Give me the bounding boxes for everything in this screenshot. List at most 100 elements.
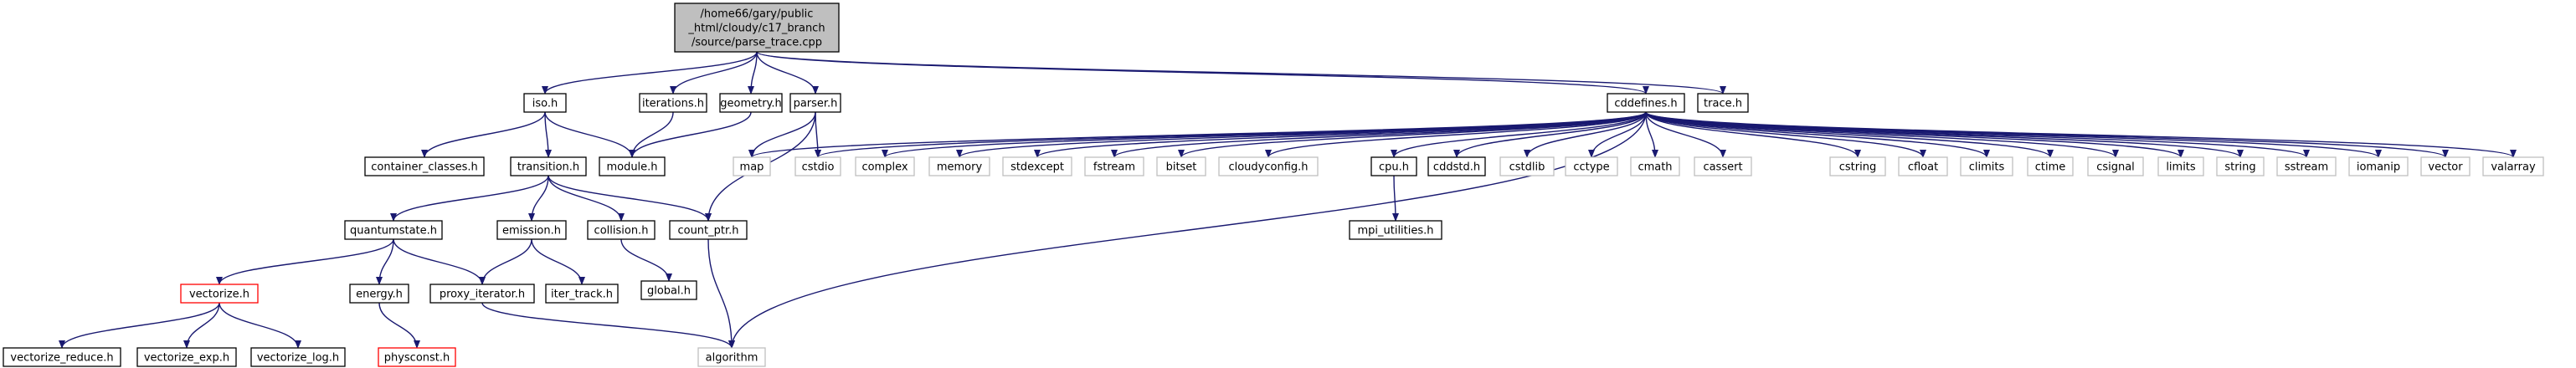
edge-iso_h-to-module_h (544, 111, 635, 158)
node-box (349, 284, 409, 304)
node-box (1630, 156, 1680, 176)
node-mpi_utilities_h[interactable]: mpi_utilities.h (1349, 220, 1442, 240)
node-parser_h[interactable]: parser.h (789, 93, 841, 113)
edge-cddefines_h-to-cddstd_h (1453, 111, 1647, 158)
node-vectorize_exp_h[interactable]: vectorize_exp.h (136, 347, 237, 367)
node-cstdlib: cstdlib (1499, 156, 1555, 176)
node-label: valarray (2491, 161, 2536, 174)
node-box (640, 280, 697, 300)
node-physconst_h[interactable]: physconst.h (378, 347, 456, 367)
edge-root-to-cddefines_h (756, 51, 1649, 95)
node-label: cstdlib (1509, 161, 1545, 174)
node-iomanip: iomanip (2348, 156, 2409, 176)
edge-count_ptr_h-to-algorithm (707, 238, 735, 349)
node-label: vectorize_log.h (257, 352, 339, 365)
node-cctype: cctype (1565, 156, 1618, 176)
node-root[interactable]: /home66/gary/public_html/cloudy/c17_bran… (674, 3, 840, 53)
node-label: transition.h (517, 161, 579, 174)
edge-vectorize_h-to-vectorize_log_h (219, 302, 301, 349)
node-box (1565, 156, 1618, 176)
edge-energy_h-to-physconst_h (378, 302, 420, 349)
node-box (1370, 156, 1417, 176)
node-label: parser.h (794, 98, 838, 110)
node-box (429, 284, 535, 304)
node-label: memory (937, 161, 983, 174)
node-box (2216, 156, 2265, 176)
edge-root-to-iso_h (542, 51, 758, 95)
node-label: mpi_utilities.h (1357, 225, 1433, 238)
node-label: collision.h (594, 225, 649, 238)
node-box (180, 284, 259, 304)
edge-transition_h-to-quantumstate_h (390, 175, 549, 222)
node-box (1960, 156, 2013, 176)
node-label: ctime (2035, 161, 2066, 174)
node-vectorize_reduce_h[interactable]: vectorize_reduce.h (3, 347, 121, 367)
node-proxy_iterator_h[interactable]: proxy_iterator.h (429, 284, 535, 304)
node-cstring: cstring (1829, 156, 1886, 176)
edge-cddefines_h-to-cloudyconfig_h (1265, 111, 1647, 158)
edge-cddefines_h-to-vector (1645, 111, 2449, 158)
node-box (1156, 156, 1206, 176)
node-label: /home66/gary/public (701, 8, 814, 21)
node-label: geometry.h (720, 98, 782, 110)
node-ctime: ctime (2027, 156, 2074, 176)
node-cddefines_h[interactable]: cddefines.h (1607, 93, 1685, 113)
node-box (2276, 156, 2337, 176)
node-box (364, 156, 485, 176)
node-emission_h[interactable]: emission.h (496, 220, 567, 240)
node-box (1607, 93, 1685, 113)
node-cfloat: cfloat (1898, 156, 1948, 176)
node-label: emission.h (502, 225, 561, 238)
node-label: sstream (2285, 161, 2328, 174)
edge-emission_h-to-iter_track_h (531, 238, 585, 285)
node-box (674, 3, 840, 53)
node-box (523, 93, 567, 113)
node-quantumstate_h[interactable]: quantumstate.h (344, 220, 443, 240)
node-box (719, 93, 783, 113)
node-transition_h[interactable]: transition.h (510, 156, 587, 176)
node-cpu_h[interactable]: cpu.h (1370, 156, 1417, 176)
node-label: cctype (1573, 161, 1609, 174)
edge-cddefines_h-to-cassert (1645, 111, 1726, 158)
node-trace_h[interactable]: trace.h (1697, 93, 1749, 113)
node-box (733, 156, 771, 176)
node-box (1694, 156, 1752, 176)
node-module_h[interactable]: module.h (599, 156, 666, 176)
node-collision_h[interactable]: collision.h (587, 220, 656, 240)
node-vectorize_h[interactable]: vectorize.h (180, 284, 259, 304)
node-global_h[interactable]: global.h (640, 280, 697, 300)
node-label: cstring (1839, 161, 1876, 174)
node-label: cpu.h (1379, 161, 1409, 174)
node-label: quantumstate.h (350, 225, 437, 238)
edge-transition_h-to-emission_h (528, 175, 549, 222)
edge-cddefines_h-to-cfloat (1645, 111, 1926, 158)
node-iterations_h[interactable]: iterations.h (639, 93, 707, 113)
node-complex: complex (855, 156, 915, 176)
edge-cddefines_h-to-bitset (1178, 111, 1647, 158)
node-box (1002, 156, 1072, 176)
node-container_classes_h[interactable]: container_classes.h (364, 156, 485, 176)
node-box (1499, 156, 1555, 176)
node-box (1349, 220, 1442, 240)
node-iso_h[interactable]: iso.h (523, 93, 567, 113)
node-fstream: fstream (1084, 156, 1144, 176)
node-iter_track_h[interactable]: iter_track.h (545, 284, 619, 304)
dependency-edges (59, 51, 2517, 349)
node-energy_h[interactable]: energy.h (349, 284, 409, 304)
edge-cddefines_h-to-string (1645, 111, 2244, 158)
node-cddstd_h[interactable]: cddstd.h (1427, 156, 1486, 176)
node-box (1427, 156, 1486, 176)
node-geometry_h[interactable]: geometry.h (719, 93, 783, 113)
node-box (669, 220, 748, 240)
edge-cddefines_h-to-valarray (1645, 111, 2517, 158)
edge-transition_h-to-count_ptr_h (548, 175, 712, 222)
node-label: climits (1969, 161, 2005, 174)
edge-cddefines_h-to-cstring (1645, 111, 1861, 158)
node-vectorize_log_h[interactable]: vectorize_log.h (250, 347, 346, 367)
node-box (789, 93, 841, 113)
node-label: count_ptr.h (677, 225, 738, 238)
node-label: energy.h (356, 289, 403, 301)
node-label: vectorize_exp.h (144, 352, 229, 365)
node-count_ptr_h[interactable]: count_ptr.h (669, 220, 748, 240)
